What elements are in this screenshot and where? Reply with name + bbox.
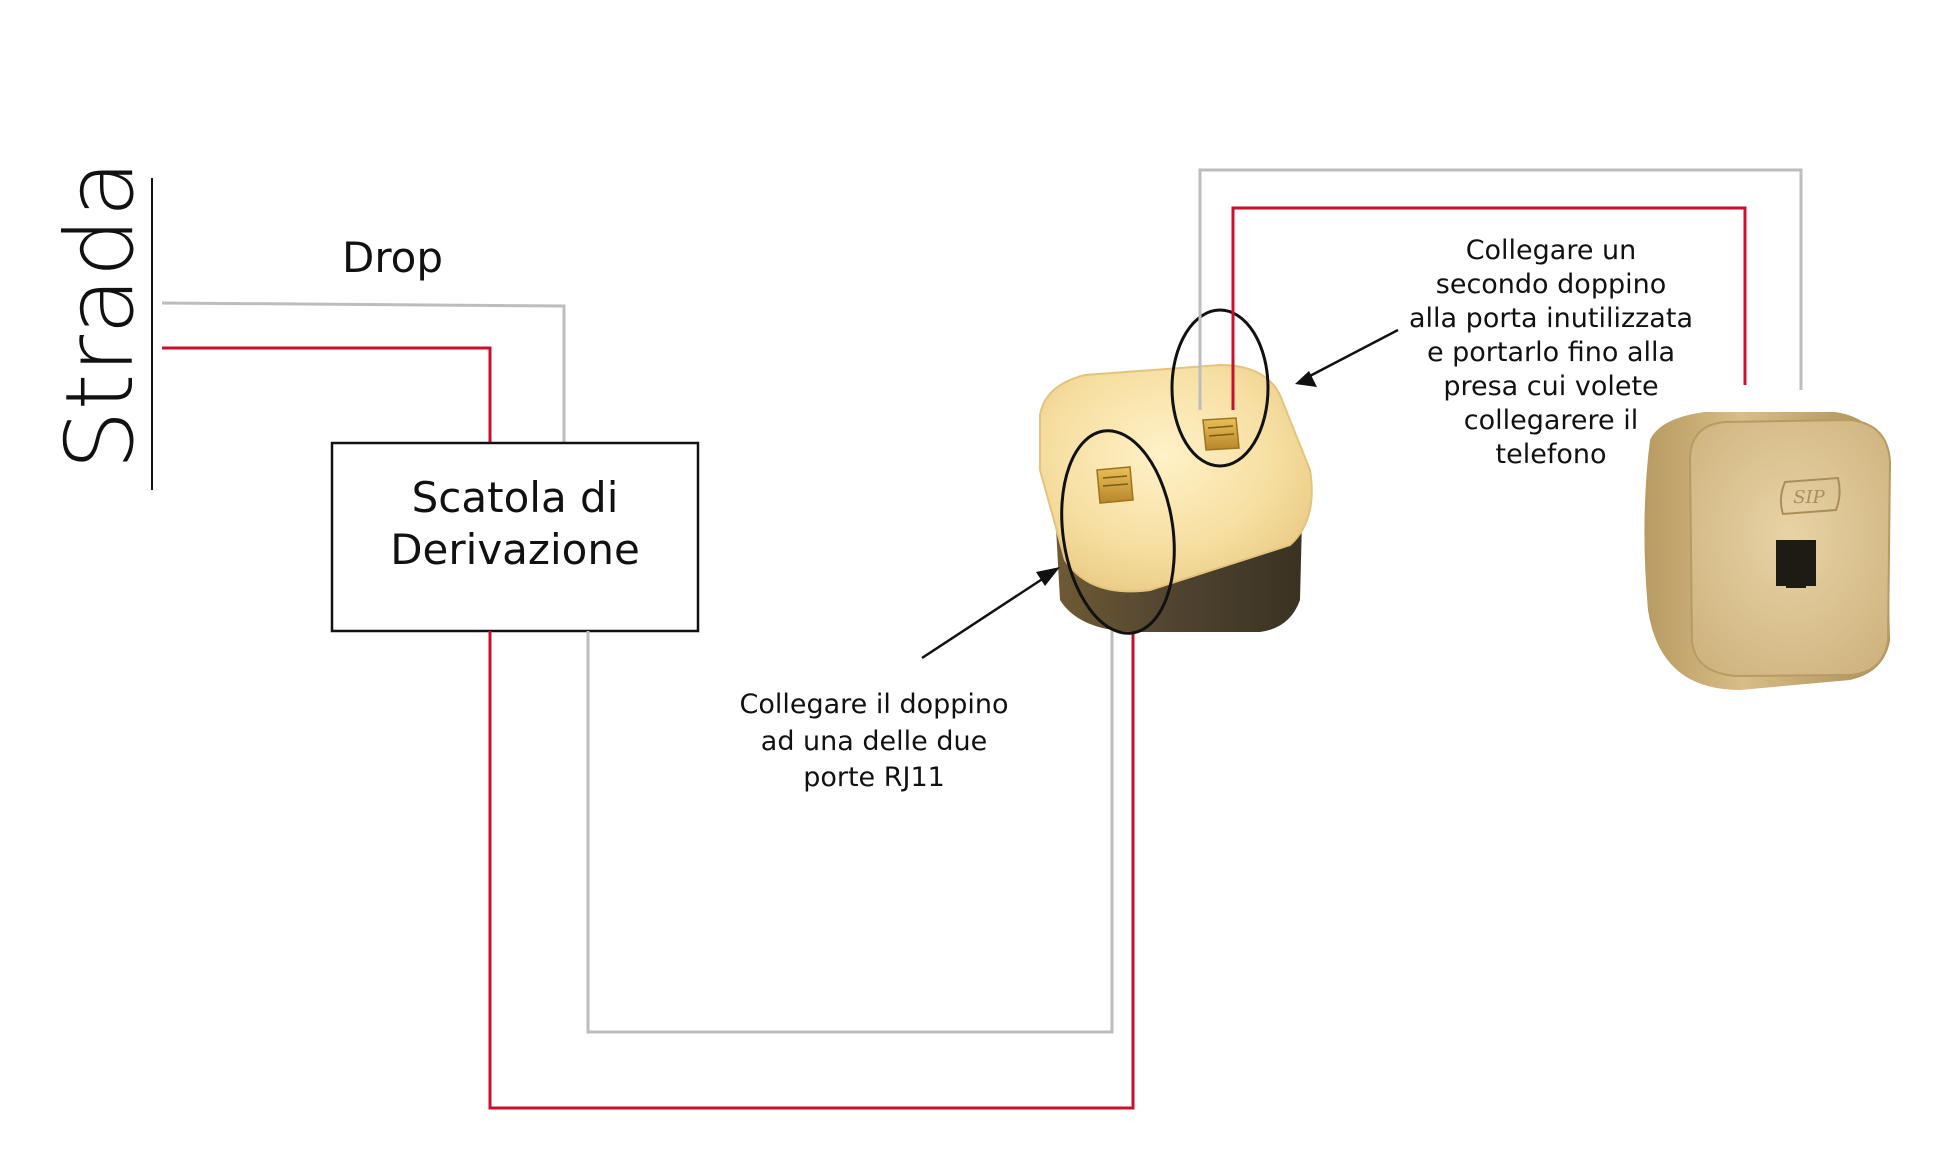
first-port-highlight-circle [1060,429,1176,635]
note-first-port: Collegare il doppino ad una delle due po… [739,689,1008,793]
note-second-line7: telefono [1496,439,1607,470]
extension-wire-red [1231,206,1747,410]
note-second-line5: presa cui volete [1443,371,1658,402]
wall-socket-rj11-port [1776,540,1816,588]
junction-box-label-line2: Derivazione [390,525,640,574]
junction-box-label-line1: Scatola di [412,473,619,522]
note-second-line6: collegarere il [1464,405,1639,436]
feed-wire-grey [586,549,1114,1034]
double-rj11-adapter [1039,363,1313,632]
note-second-line3: alla porta inutilizzata [1409,303,1693,334]
junction-box: Scatola di Derivazione [330,441,700,633]
note-second-line1: Collegare un [1466,235,1637,266]
note-second-line4: e portarlo fino alla [1427,337,1675,368]
sip-logo-text: SIP [1793,487,1825,508]
drop-wire-red [162,346,492,443]
drop-label: Drop [342,233,443,282]
arrow-to-second-port [1295,328,1399,387]
rj11-port-first [1096,466,1134,504]
sip-logo: SIP [1779,476,1841,516]
note-first-line3: porte RJ11 [803,762,945,793]
note-second-port: Collegare un secondo doppino alla porta … [1409,235,1693,470]
drop-wire-grey [161,301,566,443]
note-first-line2: ad una delle due [761,726,987,757]
extension-wire-grey [1198,168,1803,410]
feed-wire-red [488,549,1135,1110]
arrow-to-first-port [921,567,1060,660]
note-second-line2: secondo doppino [1436,269,1666,300]
strada-label: Strada [46,160,155,470]
rj11-port-second [1202,417,1240,451]
note-first-line1: Collegare il doppino [739,689,1008,720]
second-port-highlight-circle [1170,308,1270,468]
wall-phone-socket: SIP [1644,412,1892,690]
